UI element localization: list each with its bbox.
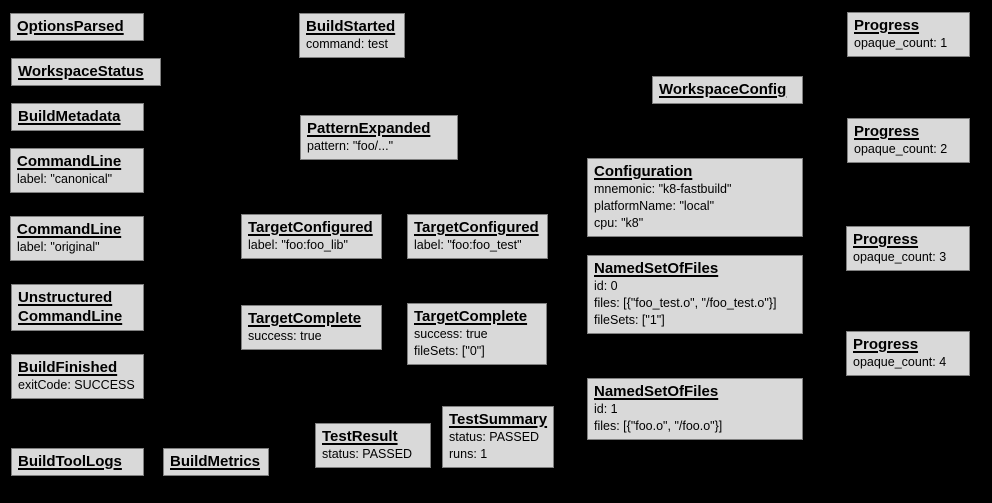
box-title: TargetComplete — [248, 310, 362, 327]
box-field: id: 0 — [594, 279, 618, 293]
box-field: runs: 1 — [449, 447, 488, 461]
event-configuration: Configuration mnemonic: "k8-fastbuild" p… — [587, 158, 803, 237]
box-title: OptionsParsed — [17, 18, 124, 35]
box-field: mnemonic: "k8-fastbuild" — [594, 182, 732, 196]
box-title: Progress — [854, 17, 920, 34]
box-field: files: [{"foo_test.o", "/foo_test.o"}] — [594, 296, 777, 310]
box-title: WorkspaceConfig — [659, 81, 787, 98]
event-targetconfigured-foo-lib: TargetConfigured label: "foo:foo_lib" — [241, 214, 382, 259]
event-optionsparsed: OptionsParsed — [10, 13, 144, 41]
event-buildstarted: BuildStarted command: test — [299, 13, 405, 58]
box-title: NamedSetOfFiles — [594, 260, 719, 277]
event-commandline-canonical: CommandLine label: "canonical" — [10, 148, 144, 193]
box-field: opaque_count: 1 — [854, 36, 948, 50]
box-field: exitCode: SUCCESS — [18, 378, 135, 392]
event-progress-3: Progress opaque_count: 3 — [846, 226, 970, 271]
box-field: label: "original" — [17, 240, 100, 254]
box-field: pattern: "foo/..." — [307, 139, 394, 153]
box-field: id: 1 — [594, 402, 618, 416]
event-commandline-original: CommandLine label: "original" — [10, 216, 144, 261]
box-title: TargetConfigured — [414, 219, 539, 236]
box-title: BuildToolLogs — [18, 453, 122, 470]
box-field: fileSets: ["1"] — [594, 313, 665, 327]
event-targetcomplete-foo-lib: TargetComplete success: true — [241, 305, 382, 350]
event-namedsetoffiles-1: NamedSetOfFiles id: 1 files: [{"foo.o", … — [587, 378, 803, 440]
event-buildmetadata: BuildMetadata — [11, 103, 144, 131]
box-field: opaque_count: 3 — [853, 250, 947, 264]
box-field: opaque_count: 4 — [853, 355, 947, 369]
box-title: Configuration — [594, 163, 693, 180]
event-progress-2: Progress opaque_count: 2 — [847, 118, 970, 163]
box-title: Unstructured CommandLine — [18, 289, 123, 325]
event-workspaceconfig: WorkspaceConfig — [652, 76, 803, 104]
box-title: Progress — [853, 231, 919, 248]
event-namedsetoffiles-0: NamedSetOfFiles id: 0 files: [{"foo_test… — [587, 255, 803, 334]
box-field: label: "foo:foo_test" — [414, 238, 522, 252]
box-title: BuildMetrics — [170, 453, 261, 470]
event-testsummary: TestSummary status: PASSED runs: 1 — [442, 406, 554, 468]
event-testresult: TestResult status: PASSED — [315, 423, 431, 468]
box-title: PatternExpanded — [307, 120, 431, 137]
box-title: CommandLine — [17, 221, 122, 238]
box-title: CommandLine — [17, 153, 122, 170]
box-field: label: "foo:foo_lib" — [248, 238, 348, 252]
box-field: success: true — [414, 327, 488, 341]
box-title: TestSummary — [449, 411, 548, 428]
box-title: TargetComplete — [414, 308, 528, 325]
event-buildmetrics: BuildMetrics — [163, 448, 269, 476]
event-targetcomplete-foo-test: TargetComplete success: true fileSets: [… — [407, 303, 547, 365]
box-title: BuildMetadata — [18, 108, 121, 125]
box-title: Progress — [853, 336, 919, 353]
event-targetconfigured-foo-test: TargetConfigured label: "foo:foo_test" — [407, 214, 548, 259]
box-field: success: true — [248, 329, 322, 343]
box-title: WorkspaceStatus — [18, 63, 144, 80]
box-title: Progress — [854, 123, 920, 140]
box-field: cpu: "k8" — [594, 216, 644, 230]
event-patternexpanded: PatternExpanded pattern: "foo/..." — [300, 115, 458, 160]
box-field: status: PASSED — [449, 430, 540, 444]
box-field: fileSets: ["0"] — [414, 344, 485, 358]
event-progress-1: Progress opaque_count: 1 — [847, 12, 970, 57]
event-unstructuredcommandline: Unstructured CommandLine — [11, 284, 144, 331]
event-buildfinished: BuildFinished exitCode: SUCCESS — [11, 354, 144, 399]
box-title: BuildFinished — [18, 359, 118, 376]
box-field: label: "canonical" — [17, 172, 113, 186]
box-title: TargetConfigured — [248, 219, 373, 236]
box-field: files: [{"foo.o", "/foo.o"}] — [594, 419, 723, 433]
box-title: TestResult — [322, 428, 398, 445]
box-field: status: PASSED — [322, 447, 413, 461]
event-buildtoollogs: BuildToolLogs — [11, 448, 144, 476]
event-progress-4: Progress opaque_count: 4 — [846, 331, 970, 376]
box-field: platformName: "local" — [594, 199, 715, 213]
box-field: opaque_count: 2 — [854, 142, 948, 156]
event-workspacestatus: WorkspaceStatus — [11, 58, 161, 86]
box-field: command: test — [306, 37, 388, 51]
box-title: BuildStarted — [306, 18, 396, 35]
box-title: NamedSetOfFiles — [594, 383, 719, 400]
